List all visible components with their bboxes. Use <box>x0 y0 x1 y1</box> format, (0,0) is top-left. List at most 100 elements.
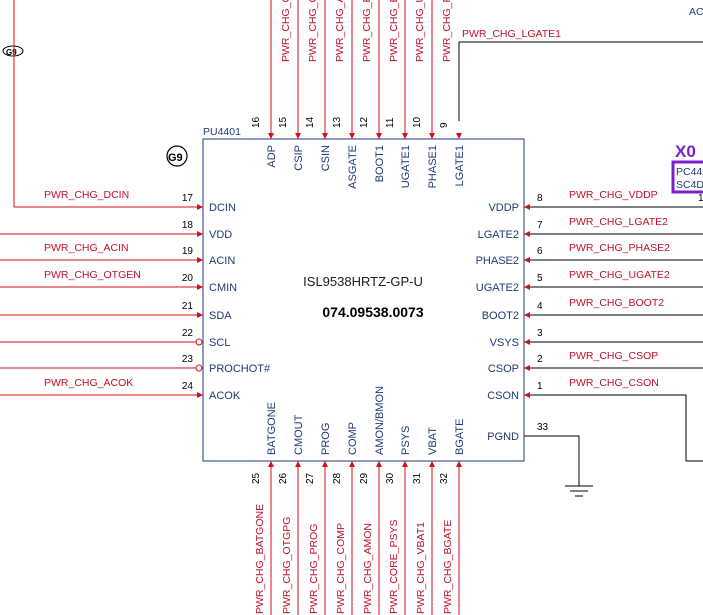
pin-number: 33 <box>537 422 549 433</box>
pin-arrow-marker <box>429 133 435 139</box>
net-label: PWR_CHG_A <box>334 0 346 62</box>
pin-name: UGATE1 <box>400 145 412 188</box>
pin-number: 29 <box>359 472 370 484</box>
side-part[interactable]: X0 PC44 SC4D 1 <box>671 142 703 204</box>
pin-arrow-marker <box>524 204 530 210</box>
pin-arrow-marker <box>402 133 408 139</box>
net-label: PWR_CHG_ACOK <box>44 377 133 389</box>
chip-body[interactable] <box>202 138 525 462</box>
net-label: PWR_CHG_PROG <box>308 524 320 614</box>
pin-arrow-marker <box>268 133 274 139</box>
pin-number: 6 <box>537 246 543 257</box>
pin-arrow-marker <box>197 284 203 290</box>
side-part-sub: SC4D <box>676 179 703 191</box>
pin-arrow-marker <box>197 312 203 318</box>
net-label: PWR_CHG_VBAT1 <box>415 522 427 614</box>
left-badge: G9 <box>2 45 24 57</box>
pin-bubble-marker <box>195 364 203 372</box>
pin-number: 3 <box>537 328 543 339</box>
pin-number: 17 <box>182 193 194 204</box>
right-pin-group: 8VDDPPWR_CHG_VDDP7LGATE2PWR_CHG_LGATE26P… <box>476 189 703 443</box>
pin-arrow-marker <box>376 133 382 139</box>
pin-number: 28 <box>332 472 343 484</box>
pin-arrow-marker <box>524 312 530 318</box>
pin-name: VSYS <box>490 337 519 349</box>
pin-name: DCIN <box>209 202 236 214</box>
pin-name: SDA <box>209 310 232 322</box>
pin-number: 9 <box>439 122 450 128</box>
side-part-pin: 1 <box>698 193 703 204</box>
pin-name: LGATE2 <box>478 229 519 241</box>
pin-number: 12 <box>359 116 370 128</box>
pin-number: 10 <box>412 116 423 128</box>
pin-name: PROCHOT# <box>209 363 271 375</box>
pin-number: 32 <box>439 472 450 484</box>
net-label: PWR_CHG_P <box>441 0 453 62</box>
pin-name: CSIP <box>293 145 305 171</box>
net-label: PWR_CHG_C <box>280 0 292 62</box>
chip-badge: G9 <box>166 145 188 167</box>
net-label: PWR_CHG_LGATE2 <box>569 216 668 228</box>
dcin-route-wire <box>13 0 203 208</box>
pin-name: BGATE <box>454 419 466 455</box>
chip-refdes: PU4401 <box>203 126 241 138</box>
pin-name: SCL <box>209 337 230 349</box>
pin-name: PGND <box>487 431 519 443</box>
pin-arrow-marker <box>524 284 530 290</box>
pin-arrow-marker <box>295 133 301 139</box>
lgate1-route-wire <box>458 41 703 121</box>
pin-number: 11 <box>385 117 396 128</box>
net-label: PWR_CHG_C <box>307 0 319 62</box>
net-label: PWR_CHG_CSOP <box>569 350 658 362</box>
pin-arrow-marker <box>524 231 530 237</box>
pin-arrow-marker <box>456 461 462 467</box>
pin-name: ACIN <box>209 255 235 267</box>
left-badge-text: G9 <box>6 48 17 57</box>
pin-number: 15 <box>278 116 289 128</box>
net-label: PWR_CHG_OTGPG <box>281 517 293 614</box>
pin-name: CSON <box>487 390 519 402</box>
pin-number: 1 <box>537 381 543 392</box>
pin-name: PSYS <box>400 426 412 455</box>
net-label: PWR_CHG_B <box>361 0 373 62</box>
chip-part-name: ISL9538HRTZ-GP-U <box>303 274 423 289</box>
pin-arrow-marker <box>376 461 382 467</box>
pin-number: 24 <box>182 381 194 392</box>
pin-arrow-marker <box>456 133 462 139</box>
bottom-pin-group: 25BATGONEPWR_CHG_BATGONE26CMOUTPWR_CHG_O… <box>251 386 466 615</box>
